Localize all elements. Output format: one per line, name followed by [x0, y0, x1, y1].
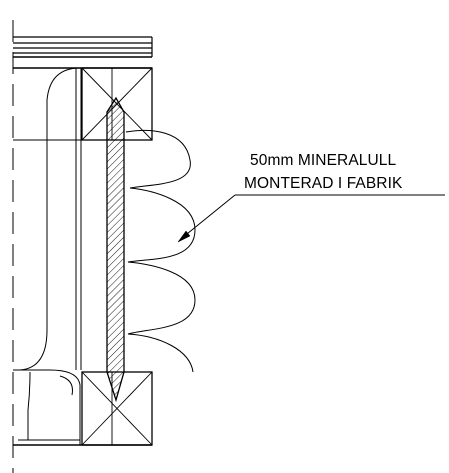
bottom-insulation-outline: [13, 369, 81, 445]
left-insulation-outline: [19, 67, 81, 371]
annotation-line-1: 50mm MINERALULL: [250, 152, 397, 169]
mineral-wool-insulation: [125, 129, 196, 373]
annotation-line-2: MONTERAD I FABRIK: [244, 175, 403, 192]
leader-arrow: [177, 194, 445, 243]
wall-inner-lines: [13, 68, 112, 370]
bottom-board-lines: [13, 439, 152, 446]
top-board-layers: [13, 36, 153, 69]
hatched-panel: [106, 96, 125, 403]
